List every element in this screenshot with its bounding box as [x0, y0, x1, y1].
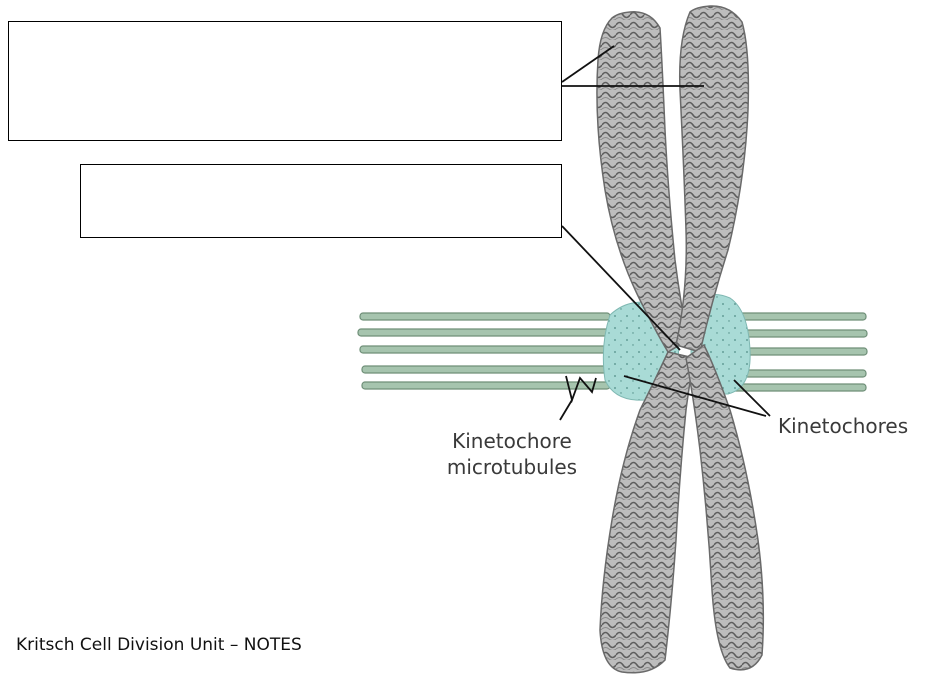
chromatid-upper-left — [597, 12, 688, 352]
microtubules-left — [358, 313, 610, 389]
answer-box-top[interactable] — [8, 21, 562, 141]
microtubules-label-line1: Kinetochore — [437, 428, 587, 454]
microtubule — [735, 348, 867, 355]
microtubule — [360, 313, 610, 320]
microtubule — [362, 366, 610, 373]
chromatid-lower-right — [686, 345, 763, 670]
microtubule — [362, 382, 610, 389]
microtubule — [735, 330, 867, 337]
footer-note: Kritsch Cell Division Unit – NOTES — [16, 635, 302, 655]
microtubule — [730, 384, 866, 391]
microtubule — [730, 313, 866, 320]
leader-line-microtubules-stem — [560, 400, 572, 420]
chromatid-lower-left — [600, 352, 694, 673]
microtubule — [358, 329, 610, 336]
kinetochore-microtubules-label: Kinetochore microtubules — [437, 428, 587, 480]
microtubule — [730, 370, 866, 377]
microtubule — [360, 346, 610, 353]
chromatid-upper-right — [676, 6, 748, 352]
microtubules-label-line2: microtubules — [437, 454, 587, 480]
kinetochores-label: Kinetochores — [778, 413, 908, 439]
answer-box-middle[interactable] — [80, 164, 562, 238]
